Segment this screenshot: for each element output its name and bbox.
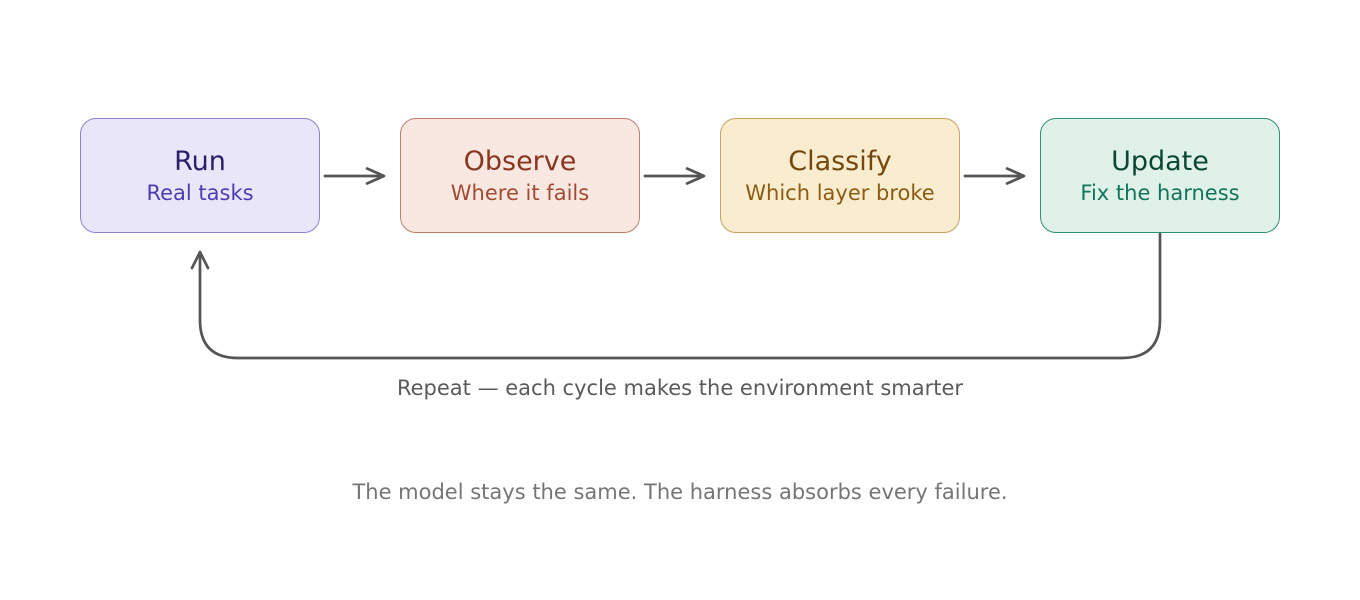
box-title: Run	[174, 145, 226, 177]
flow-box-observe: Observe Where it fails	[400, 118, 640, 233]
flow-box-update: Update Fix the harness	[1040, 118, 1280, 233]
flow-box-classify: Classify Which layer broke	[720, 118, 960, 233]
arrow-observe-to-classify-icon	[643, 167, 706, 185]
box-title: Update	[1111, 145, 1209, 177]
box-subtitle: Where it fails	[450, 180, 590, 205]
loop-caption: Repeat — each cycle makes the environmen…	[396, 376, 964, 400]
box-subtitle: Real tasks	[146, 180, 254, 205]
box-title: Observe	[463, 145, 577, 177]
arrow-loop-update-to-run-icon	[190, 232, 1162, 360]
footer-note: The model stays the same. The harness ab…	[352, 480, 1008, 504]
flow-box-run: Run Real tasks	[80, 118, 320, 233]
arrow-classify-to-update-icon	[963, 167, 1026, 185]
box-subtitle: Which layer broke	[745, 180, 935, 205]
box-subtitle: Fix the harness	[1080, 180, 1240, 205]
arrow-run-to-observe-icon	[323, 167, 386, 185]
box-title: Classify	[788, 145, 892, 177]
